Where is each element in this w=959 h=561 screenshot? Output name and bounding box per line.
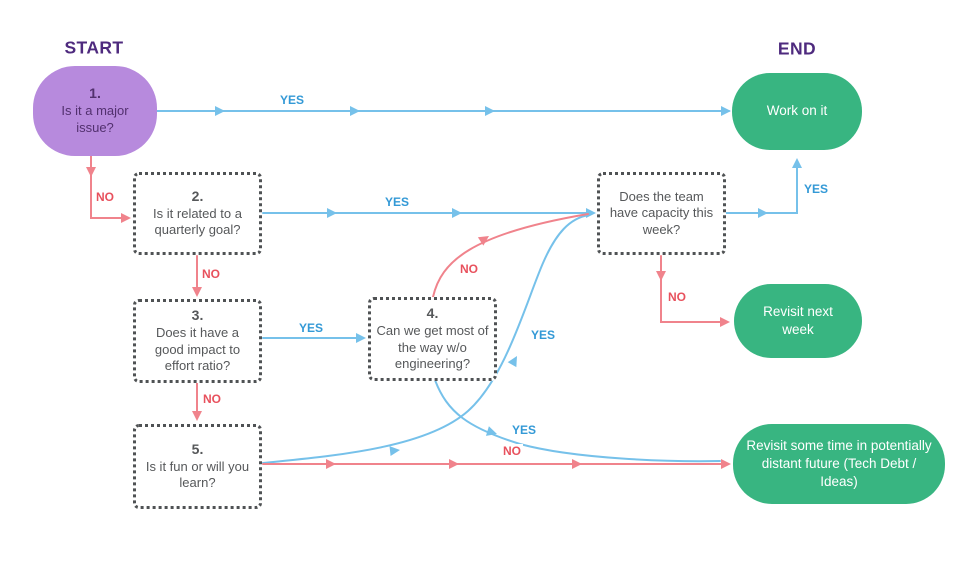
node-q3-number: 3. [191,307,204,324]
no-edges [90,155,728,465]
no-arrowheads [86,167,731,469]
arrowhead [86,167,96,177]
arrowhead [389,446,400,457]
arrowhead [121,213,131,223]
yes-edges [156,110,798,464]
arrowhead [477,236,489,246]
arrowhead [572,459,582,469]
end-node-revisit-next-week-label: Revisit next week [763,303,833,337]
arrowhead [215,106,225,116]
start-label: START [64,37,124,58]
arrowhead [192,411,202,421]
arrowhead [356,333,366,343]
node-q4-question: Can we get most of the way w/o engineeri… [376,323,489,372]
edge-label-q5-no: NO [501,444,523,458]
arrowhead [485,106,495,116]
arrowhead [656,271,666,281]
edge-capacity-yes [725,161,798,214]
arrowhead [326,459,336,469]
arrowhead [507,356,517,368]
arrowhead [721,106,731,116]
arrowhead [792,158,802,168]
edge-label-capacity-yes: YES [801,182,831,196]
arrowhead [449,459,459,469]
end-node-revisit-future-label: Revisit some time in potentially distant… [746,437,932,490]
node-q2-question: Is it related to a quarterly goal? [153,205,242,238]
node-q3: 3. Does it have a good impact to effort … [133,299,262,383]
arrowhead [452,208,462,218]
node-q1: 1. Is it a major issue? [33,66,157,156]
edge-q4-yes [434,379,721,463]
node-capacity: Does the team have capacity this week? [597,172,726,255]
end-node-revisit-next-week: Revisit next week [734,284,862,358]
edge-label-q4-yes: YES [509,423,539,437]
edge-capacity-no [660,255,728,323]
arrowhead [192,287,202,297]
edge-label-q3-no: NO [201,392,223,406]
node-q2-number: 2. [191,187,204,204]
end-label: END [777,38,817,59]
edge-label-q5-yes: YES [528,328,558,342]
node-q5-number: 5. [191,440,204,457]
edge-q1-no [90,155,129,219]
arrowhead [758,208,768,218]
arrowhead [485,426,497,436]
end-node-work-on-it: Work on it [732,73,862,150]
arrowhead [721,459,731,469]
yes-arrowheads [215,106,802,457]
edge-label-q2-yes: YES [382,195,412,209]
edge-label-q1-yes: YES [277,93,307,107]
node-q1-number: 1. [89,85,101,102]
edge-q4-no [432,213,589,298]
edge-label-q2-no: NO [200,267,222,281]
end-node-revisit-future: Revisit some time in potentially distant… [733,424,945,504]
end-node-work-on-it-label: Work on it [766,103,828,119]
arrowhead [720,317,730,327]
node-q5: 5. Is it fun or will you learn? [133,424,262,509]
edge-label-q1-no: NO [94,190,116,204]
arrowhead [327,208,337,218]
arrowhead [586,208,596,218]
node-q3-question: Does it have a good impact to effort rat… [154,325,241,374]
edge-label-q4-no: NO [458,262,480,276]
edge-label-capacity-no: NO [666,290,688,304]
node-q4: 4. Can we get most of the way w/o engine… [368,297,497,381]
node-q2: 2. Is it related to a quarterly goal? [133,172,262,255]
node-q4-number: 4. [426,305,439,322]
node-q5-question: Is it fun or will you learn? [145,458,250,491]
edge-label-q3-yes: YES [296,321,326,335]
node-q1-question: Is it a major issue? [61,103,129,135]
arrowhead [350,106,360,116]
node-capacity-question: Does the team have capacity this week? [609,188,714,237]
